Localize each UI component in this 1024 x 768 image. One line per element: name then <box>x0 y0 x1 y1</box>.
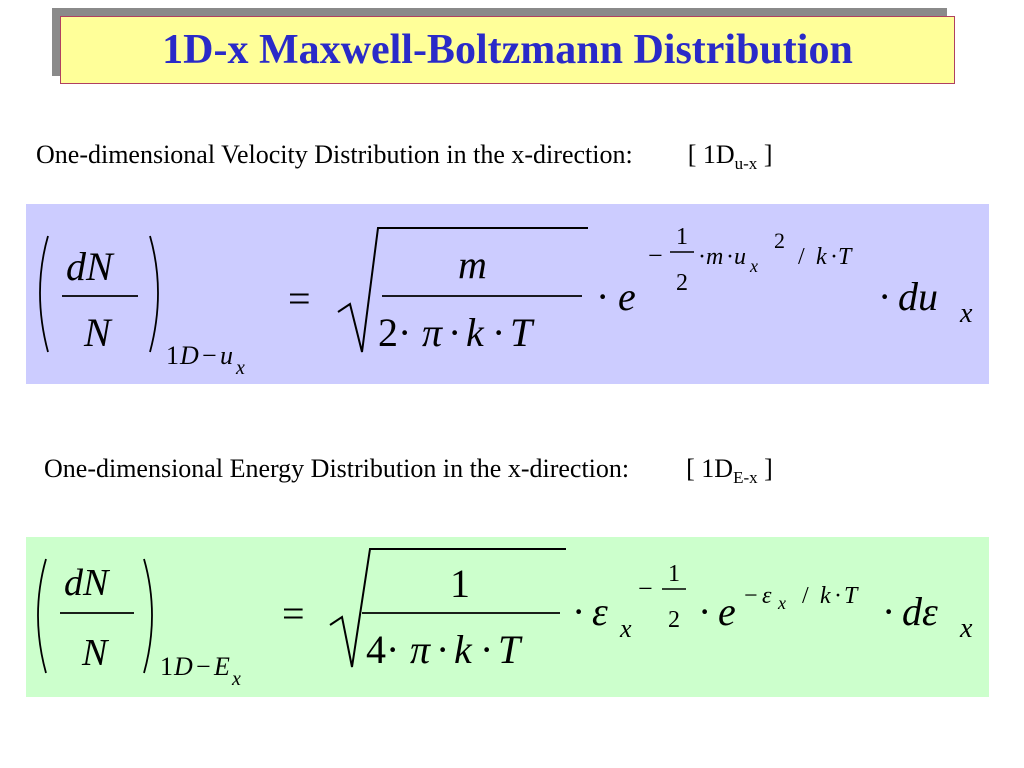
svg-text:N: N <box>81 632 110 674</box>
svg-text:ε: ε <box>592 589 608 634</box>
svg-text:2: 2 <box>668 607 680 633</box>
svg-text:−: − <box>202 341 217 370</box>
velocity-caption-line: One-dimensional Velocity Distribution in… <box>36 140 772 174</box>
slide-title: 1D-x Maxwell-Boltzmann Distribution <box>162 27 853 73</box>
svg-text:·: · <box>882 589 895 634</box>
svg-text:−: − <box>196 652 211 681</box>
svg-text:·: · <box>726 244 734 270</box>
svg-text:x: x <box>235 357 245 379</box>
svg-text:−: − <box>638 574 653 603</box>
energy-tag: [ 1DE-x ] <box>686 454 773 487</box>
svg-text:·: · <box>596 274 609 319</box>
svg-text:dN: dN <box>66 244 115 289</box>
velocity-caption: One-dimensional Velocity Distribution in… <box>36 140 633 169</box>
svg-text:−: − <box>648 241 663 270</box>
svg-text:dε: dε <box>902 589 938 634</box>
svg-text:/: / <box>802 583 809 609</box>
svg-text:·: · <box>834 583 842 609</box>
svg-text:·: · <box>698 589 711 634</box>
svg-text:k: k <box>816 244 827 270</box>
svg-text:e: e <box>618 274 636 319</box>
velocity-equation-box: dN N 1 D − u x = m 2· π · k · T · e − 1 <box>26 204 989 384</box>
svg-text:4·: 4· <box>366 627 399 672</box>
svg-text:D: D <box>173 652 193 681</box>
svg-text:−: − <box>744 583 758 609</box>
velocity-tag: [ 1Du-x ] <box>687 140 773 173</box>
svg-text:T: T <box>844 583 859 609</box>
svg-text:2: 2 <box>774 228 785 253</box>
svg-text:·: · <box>480 627 493 672</box>
svg-text:π: π <box>422 310 443 355</box>
svg-text:2: 2 <box>676 270 688 296</box>
svg-text:x: x <box>777 593 786 613</box>
svg-text:N: N <box>83 310 113 355</box>
svg-text:du: du <box>898 274 938 319</box>
svg-text:x: x <box>959 298 973 329</box>
svg-text:E: E <box>213 652 230 681</box>
svg-text:u: u <box>220 341 233 370</box>
svg-text:=: = <box>282 591 305 636</box>
svg-text:dN: dN <box>64 562 111 604</box>
svg-text:T: T <box>510 310 535 355</box>
svg-text:m: m <box>706 244 723 270</box>
svg-text:2·: 2· <box>378 310 411 355</box>
velocity-equation: dN N 1 D − u x = m 2· π · k · T · e − 1 <box>39 224 973 379</box>
svg-text:1: 1 <box>668 561 680 587</box>
svg-text:k: k <box>454 627 473 672</box>
energy-caption: One-dimensional Energy Distribution in t… <box>44 454 630 483</box>
svg-text:·: · <box>878 274 891 319</box>
svg-text:·: · <box>830 244 838 270</box>
svg-text:π: π <box>410 627 431 672</box>
svg-text:·: · <box>436 627 449 672</box>
svg-text:1: 1 <box>676 224 688 250</box>
energy-equation: dN N 1 D − E x = 1 4· π · k · T · ε x − … <box>37 548 973 690</box>
svg-text:·: · <box>448 310 461 355</box>
svg-text:1: 1 <box>166 341 179 370</box>
svg-text:·: · <box>572 589 585 634</box>
svg-text:x: x <box>619 614 632 643</box>
svg-text:·: · <box>492 310 505 355</box>
svg-text:u: u <box>734 244 746 270</box>
svg-text:x: x <box>231 668 241 690</box>
svg-text:k: k <box>466 310 485 355</box>
svg-text:k: k <box>820 583 831 609</box>
svg-text:e: e <box>718 589 736 634</box>
svg-text:/: / <box>798 244 805 270</box>
svg-text:m: m <box>458 242 487 287</box>
svg-text:x: x <box>749 256 758 276</box>
energy-equation-box: dN N 1 D − E x = 1 4· π · k · T · ε x − … <box>26 537 989 697</box>
energy-caption-line: One-dimensional Energy Distribution in t… <box>44 454 773 488</box>
svg-text:T: T <box>838 244 853 270</box>
svg-text:x: x <box>959 613 973 644</box>
svg-text:ε: ε <box>762 583 772 609</box>
svg-text:1: 1 <box>450 561 470 606</box>
svg-text:T: T <box>498 627 523 672</box>
svg-text:D: D <box>179 341 199 370</box>
title-box: 1D-x Maxwell-Boltzmann Distribution <box>60 16 955 84</box>
svg-text:·: · <box>698 244 706 270</box>
svg-text:=: = <box>288 276 311 321</box>
svg-text:1: 1 <box>160 652 173 681</box>
